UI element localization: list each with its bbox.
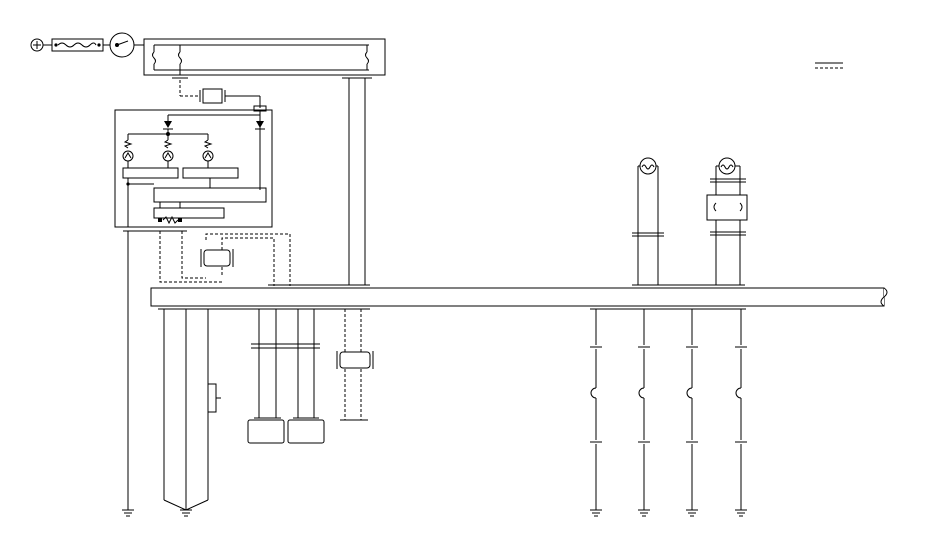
logic-block	[182, 167, 239, 179]
logic-block	[153, 187, 267, 203]
coil-icon	[162, 134, 174, 168]
switch-contact-icon	[739, 202, 743, 212]
switch-contact-icon	[713, 202, 717, 212]
dashed-wire	[181, 231, 206, 279]
dashed-wire	[221, 237, 275, 286]
sensor-box	[287, 419, 325, 444]
control-unit-box	[114, 109, 273, 228]
ground-icon	[638, 509, 650, 517]
dashed-wire	[205, 233, 291, 286]
output-line	[686, 309, 698, 510]
output-line	[638, 309, 650, 510]
battery-plus-icon	[30, 38, 44, 52]
harness-break-icon	[880, 287, 888, 307]
fuse-icon	[152, 45, 156, 70]
diode-icon	[163, 121, 173, 130]
ground-icon	[122, 509, 134, 517]
output-line	[590, 309, 602, 510]
wire	[163, 499, 187, 511]
lamp-icon	[639, 157, 657, 175]
ground-icon	[735, 509, 747, 517]
legend	[815, 62, 843, 69]
coil-icon	[202, 134, 214, 168]
inline-fuse-icon	[199, 88, 226, 104]
ground-icon	[590, 509, 602, 517]
resistor-icon	[158, 215, 182, 225]
connector-icon	[336, 351, 374, 369]
output-line	[735, 309, 747, 510]
ground-icon	[686, 509, 698, 517]
connector-icon	[200, 249, 234, 267]
main-harness	[150, 287, 885, 307]
dashed-wire	[159, 231, 222, 283]
logic-block	[122, 167, 179, 179]
wire-bracket	[208, 383, 217, 413]
wire	[185, 499, 209, 511]
ignition-switch-icon	[109, 32, 135, 58]
coil-icon	[122, 134, 134, 168]
sensor-box	[247, 419, 285, 444]
lamp-icon	[718, 157, 736, 175]
diode-icon	[255, 121, 265, 130]
fuse-box	[143, 38, 386, 76]
main-fuse-icon	[51, 38, 104, 52]
ground-icon	[180, 509, 192, 517]
logic-block	[153, 207, 225, 219]
switch-block	[706, 194, 748, 221]
fuse-icon	[178, 45, 182, 75]
fuse-icon	[365, 45, 369, 70]
